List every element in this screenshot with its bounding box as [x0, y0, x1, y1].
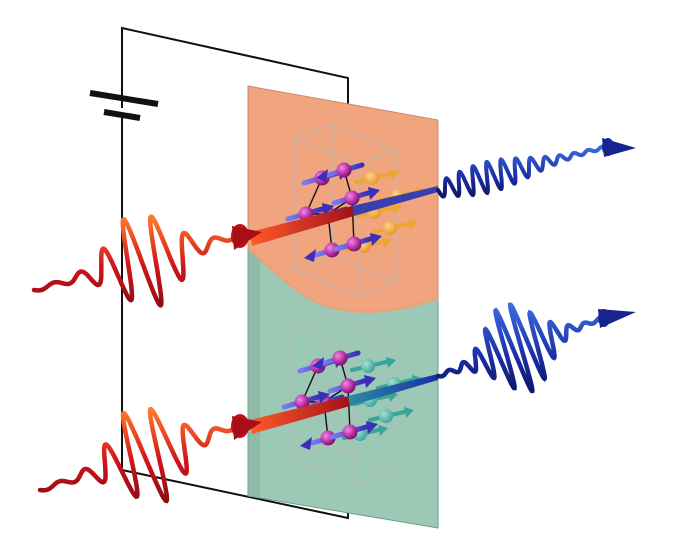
emitted-light-pulse — [435, 302, 607, 394]
magnetic-crystal-panel — [247, 85, 439, 529]
circuit-wire — [121, 26, 349, 110]
incident-beam-tail — [352, 186, 438, 216]
spin-arrow — [316, 169, 328, 182]
lattice-bond — [347, 385, 351, 433]
spin-arrow — [312, 357, 324, 370]
spin-arrow — [386, 357, 396, 368]
battery-icon — [89, 90, 159, 121]
emitted-light-pulses — [435, 138, 636, 394]
atom — [336, 162, 352, 178]
atom — [346, 236, 362, 252]
panel-boundary — [247, 246, 439, 314]
beams — [231, 186, 438, 440]
spin-arrow — [390, 169, 400, 180]
atom — [294, 394, 310, 410]
emitted-pulse-arrowhead — [602, 138, 636, 157]
spin-arrow — [364, 375, 376, 388]
incident-beam-head — [232, 416, 262, 440]
atom — [361, 359, 375, 373]
incident-light-pulse — [31, 214, 239, 308]
spin-arrow — [404, 407, 414, 418]
spin-arrow — [408, 219, 418, 230]
atom — [320, 430, 336, 446]
incident-beam — [250, 396, 350, 434]
spin-arrow — [300, 437, 312, 450]
emitted-light-pulse — [436, 144, 608, 199]
incident-beam — [250, 206, 354, 246]
lattice-bond — [351, 197, 355, 245]
atom — [342, 424, 358, 440]
atom — [332, 350, 348, 366]
spin-arrow — [322, 203, 334, 216]
atom — [344, 190, 360, 206]
atom — [365, 171, 379, 185]
emitted-pulse-arrowhead — [598, 309, 636, 328]
atom — [379, 409, 393, 423]
atom — [340, 378, 356, 394]
spin-arrow — [366, 421, 378, 434]
spin-arrow — [370, 233, 382, 246]
incident-beam-head — [232, 226, 262, 250]
incident-light-pulses — [31, 214, 239, 504]
spin-arrow — [392, 203, 402, 214]
spin-arrow — [318, 391, 330, 404]
atom — [383, 221, 397, 235]
incident-light-pulse — [37, 407, 239, 504]
atom — [324, 242, 340, 258]
spin-arrow — [378, 425, 388, 436]
spin-arrow — [304, 249, 316, 262]
incident-beam-tail — [348, 374, 438, 406]
spin-arrow — [368, 187, 380, 200]
spin-arrow — [382, 237, 392, 248]
